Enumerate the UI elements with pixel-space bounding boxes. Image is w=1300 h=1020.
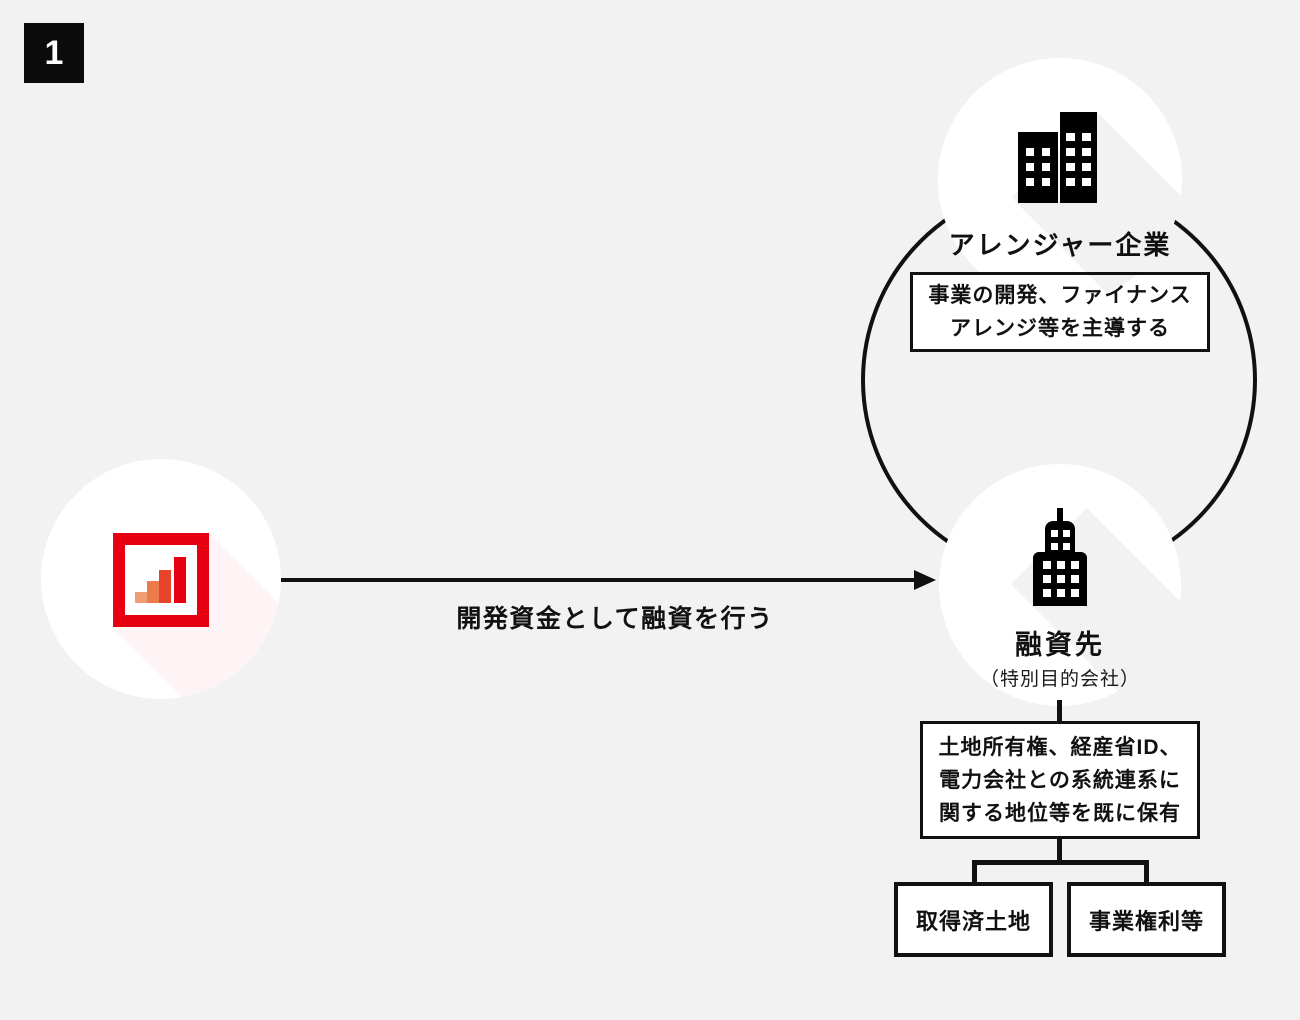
assets-branch-stub-right	[1144, 860, 1149, 882]
asset-box-rights: 事業権利等	[1067, 882, 1226, 957]
holdings-line: 関する地位等を既に保有	[939, 801, 1181, 825]
arranger-label: アレンジャー企業	[948, 230, 1172, 260]
assets-branch-stub-left	[972, 860, 977, 882]
connector-borrower-to-holdings	[1057, 700, 1062, 722]
asset-box-land: 取得済土地	[894, 882, 1053, 957]
holdings-line: 土地所有権、経産省ID、	[938, 735, 1182, 759]
borrower-circle	[939, 464, 1181, 706]
holdings-box: 土地所有権、経産省ID、 電力会社との系統連系に 関する地位等を既に保有	[920, 721, 1200, 839]
arranger-circle	[938, 58, 1182, 302]
logo-bar-1	[135, 592, 147, 603]
logo-bar-2	[147, 581, 159, 603]
connector-holdings-to-assets	[1057, 839, 1062, 865]
funding-arrow-head-icon	[914, 570, 936, 590]
arranger-note-box: 事業の開発、ファイナンス アレンジ等を主導する	[910, 272, 1210, 352]
lender-circle	[41, 459, 281, 699]
logo-bar-4	[174, 557, 186, 603]
borrower-label: 融資先	[1015, 630, 1105, 660]
office-buildings-icon	[1018, 112, 1097, 203]
bar-chart-logo-icon	[113, 533, 209, 627]
step-badge: 1	[24, 23, 84, 83]
holdings-line: 電力会社との系統連系に	[939, 768, 1181, 792]
funding-arrow-label: 開発資金として融資を行う	[456, 605, 774, 633]
funding-arrow-line	[280, 578, 916, 582]
assets-branch-horizontal	[972, 860, 1149, 865]
corporate-tower-icon	[1033, 508, 1087, 606]
arranger-note-line: 事業の開発、ファイナンス	[928, 284, 1192, 307]
arranger-note-line: アレンジ等を主導する	[950, 317, 1170, 340]
logo-bar-3	[159, 570, 171, 603]
borrower-sublabel: （特別目的会社）	[979, 669, 1140, 690]
